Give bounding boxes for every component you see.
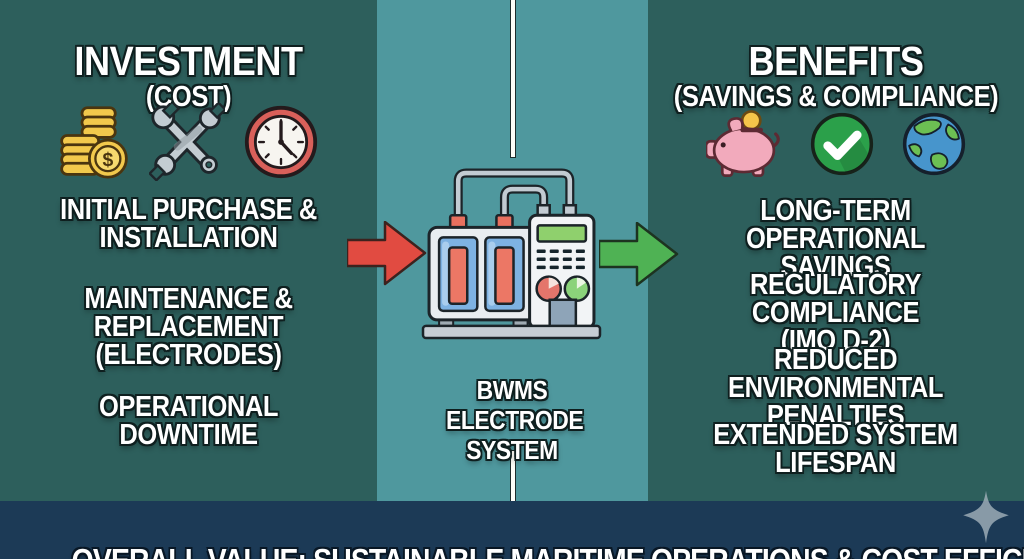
benefit-item: REDUCED ENVIRONMENTAL PENALTIES (728, 344, 943, 433)
sparkle-watermark-icon (963, 490, 1009, 544)
footer-text: OVERALL VALUE: SUSTAINABLE MARITIME OPER… (72, 544, 1024, 559)
checkmark-icon (810, 112, 874, 176)
piggy-bank-icon (706, 110, 780, 178)
connector-line-top (510, 0, 516, 158)
benefit-item: LONG-TERM OPERATIONAL SAVINGS (746, 195, 925, 284)
globe-icon (902, 112, 966, 176)
tools-icon (149, 103, 225, 181)
benefits-icons-row (666, 108, 1006, 180)
investment-title: INVESTMENT (74, 38, 303, 85)
investment-icons-row: $ (28, 103, 348, 181)
benefit-item: EXTENDED SYSTEM LIFESPAN (713, 419, 958, 480)
investment-item: MAINTENANCE & REPLACEMENT (ELECTRODES) (84, 283, 293, 372)
machine-label: BWMS ELECTRODE SYSTEM (446, 375, 584, 466)
green-arrow-icon (599, 222, 679, 287)
bwms-machine-illustration (421, 168, 602, 340)
investment-item: INITIAL PURCHASE & INSTALLATION (60, 194, 317, 255)
benefits-subtitle: (SAVINGS & COMPLIANCE) (673, 81, 999, 114)
benefit-item: REGULATORY COMPLIANCE (IMO D-2) (750, 269, 921, 358)
clock-icon (244, 105, 318, 179)
dollar-symbol: $ (102, 149, 113, 171)
benefits-title: BENEFITS (748, 38, 924, 85)
red-arrow-icon (347, 221, 427, 286)
footer-banner (0, 501, 1024, 559)
investment-item: OPERATIONAL DOWNTIME (99, 391, 278, 452)
coins-icon: $ (60, 106, 128, 179)
